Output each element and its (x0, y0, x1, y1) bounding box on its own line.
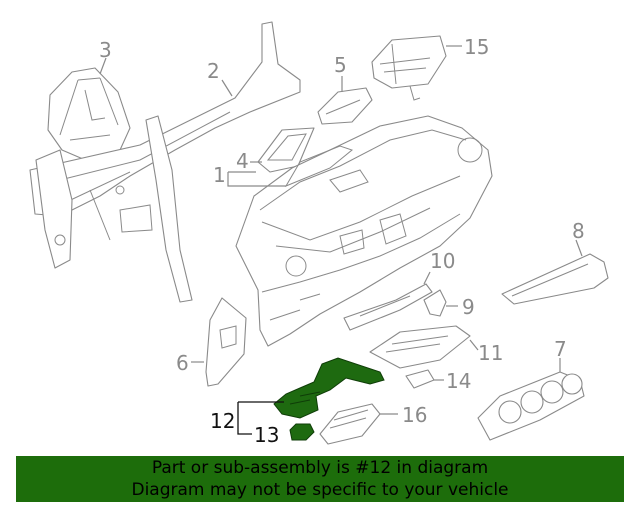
part-2-cross-car-beam (29, 21, 301, 303)
callout-8: 8 (572, 219, 585, 243)
callout-3: 3 (99, 38, 112, 62)
part-8-trim-strip (501, 253, 609, 305)
callout-9: 9 (462, 295, 475, 319)
callout-4: 4 (236, 149, 249, 173)
leader-lines (99, 45, 583, 435)
callout-7: 7 (554, 337, 567, 361)
part-6-side-panel (205, 297, 247, 387)
part-10-lower-bracket (343, 283, 433, 331)
parts-diagram: 3 2 5 15 4 1 6 10 9 11 8 7 14 16 12 13 (29, 21, 609, 447)
part-3-side-bracket (47, 67, 131, 163)
callout-5: 5 (334, 53, 347, 77)
part-14-switch (405, 369, 435, 389)
callout-1: 1 (213, 163, 226, 187)
info-banner: Part or sub-assembly is #12 in diagram D… (16, 456, 624, 502)
part-5-airbag-cover (317, 87, 373, 125)
callout-15: 15 (464, 35, 489, 59)
callout-6: 6 (176, 351, 189, 375)
callout-2: 2 (207, 59, 220, 83)
callout-14: 14 (446, 369, 471, 393)
callout-11: 11 (478, 341, 503, 365)
part-7-vent-assembly (477, 371, 585, 441)
part-11-lower-panel (369, 325, 471, 369)
part-13-bracket (289, 423, 315, 441)
part-15-airbag-module (371, 35, 447, 101)
part-16-module (319, 403, 381, 445)
callout-10: 10 (430, 249, 455, 273)
callout-16: 16 (402, 403, 427, 427)
part-12-support-bracket (273, 357, 385, 419)
part-4-trim-panel (257, 127, 315, 173)
banner-line-2: Diagram may not be specific to your vehi… (131, 480, 509, 500)
callout-13: 13 (254, 423, 279, 447)
banner-line-1: Part or sub-assembly is #12 in diagram (151, 458, 489, 478)
callout-12: 12 (210, 409, 235, 433)
part-9-small-bracket (423, 289, 447, 317)
part-1-instrument-panel (235, 115, 493, 347)
